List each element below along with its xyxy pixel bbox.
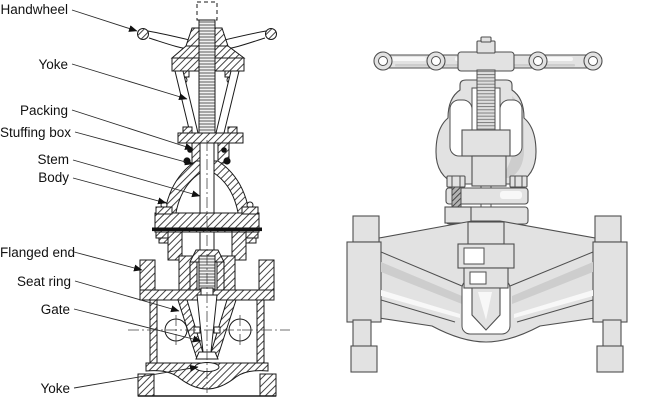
globe-valve-drawing bbox=[346, 36, 628, 373]
label-yoke-bottom: Yoke bbox=[40, 381, 70, 396]
bonnet-flange bbox=[152, 201, 262, 261]
leader-packing bbox=[71, 109, 194, 150]
leader-yoke bbox=[71, 63, 188, 101]
leader-lines bbox=[71, 9, 202, 389]
knob bbox=[373, 51, 393, 71]
label-flanged-end: Flanged end bbox=[0, 245, 76, 260]
bolt-nut bbox=[444, 206, 472, 224]
label-body: Body bbox=[38, 170, 69, 185]
label-handwheel: Handwheel bbox=[0, 2, 68, 17]
leader-body bbox=[72, 177, 167, 205]
leader-seat-ring bbox=[74, 280, 180, 313]
leader-gate bbox=[73, 308, 202, 343]
handlebar bbox=[373, 36, 603, 72]
label-yoke: Yoke bbox=[38, 57, 68, 72]
plug-assembly bbox=[457, 221, 515, 335]
leader-stem bbox=[72, 159, 201, 198]
centerlines bbox=[128, 140, 290, 393]
flanged-end-right bbox=[592, 215, 628, 373]
label-stuffing-box: Stuffing box bbox=[0, 125, 72, 140]
bolt-head bbox=[446, 175, 466, 188]
stem-nut bbox=[476, 40, 496, 54]
bonnet-flange-right bbox=[444, 175, 529, 225]
label-gate: Gate bbox=[40, 302, 70, 317]
hub bbox=[457, 51, 515, 72]
knob bbox=[583, 51, 603, 71]
leader-handwheel bbox=[71, 9, 138, 32]
label-seat-ring: Seat ring bbox=[16, 274, 71, 289]
label-packing: Packing bbox=[19, 103, 68, 118]
leader-stuffing-box bbox=[74, 131, 194, 166]
leader-yoke-bottom bbox=[73, 364, 199, 389]
bolt-head bbox=[509, 175, 528, 188]
knob bbox=[426, 51, 446, 71]
stem bbox=[196, 1, 218, 136]
label-stem: Stem bbox=[37, 152, 69, 167]
leader-flanged-end bbox=[73, 251, 143, 272]
yoke-legs bbox=[174, 70, 240, 134]
knob bbox=[528, 51, 548, 71]
gate-valve-drawing bbox=[71, 1, 290, 397]
flanged-end-left bbox=[346, 215, 382, 373]
